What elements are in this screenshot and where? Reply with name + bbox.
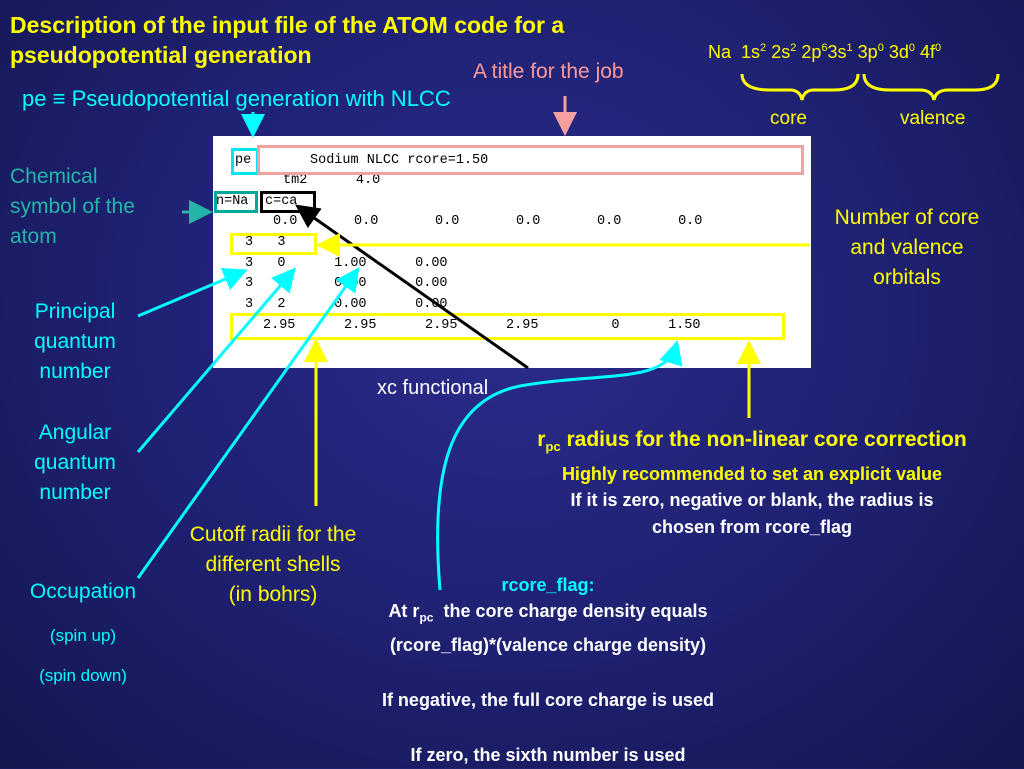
element-symbol: Na — [708, 42, 732, 62]
xc-functional-label: xc functional — [377, 377, 489, 399]
spin-up-label: (spin up) — [49, 626, 117, 645]
spin-down-label: (spin down) — [39, 666, 127, 685]
orbital-3s: 3s1 — [827, 42, 853, 62]
valence-label: valence — [900, 108, 966, 129]
job-title-label: A title for the job — [473, 60, 624, 83]
orbital-3p: 3p0 — [857, 42, 884, 62]
radii-highlight-box — [230, 313, 785, 340]
valence-brace — [862, 73, 1000, 101]
input-job-title: Sodium NLCC rcore=1.50 — [310, 153, 489, 168]
rpc-title: rpc radius for the non-linear core corre… — [537, 428, 967, 455]
input-line-2: tm2 4.0 — [283, 173, 381, 188]
input-line-5: 3 3 — [245, 235, 286, 250]
chemical-symbol-highlight-box — [214, 191, 258, 213]
orbital-2p: 2p6 — [801, 42, 828, 62]
input-line-8: 3 2 0.00 0.00 — [245, 297, 448, 312]
orbital-4f: 4f0 — [920, 42, 942, 62]
orbital-1s: 1s2 — [741, 42, 767, 62]
rcore-flag-line-1: At rpc the core charge density equals — [388, 601, 708, 625]
orbital-2s: 2s2 — [771, 42, 797, 62]
pe-code: pe — [22, 86, 47, 111]
rcore-flag-title: rcore_flag: — [501, 575, 595, 595]
core-brace — [740, 73, 860, 101]
occupation-label: Occupation — [29, 580, 137, 603]
job-title-highlight-box — [257, 145, 804, 175]
rcore-flag-line-2: (rcore_flag)*(valence charge density) — [389, 634, 707, 655]
principal-quantum-label: Principal quantum number — [34, 300, 116, 383]
angular-quantum-label: Angular quantum number — [34, 421, 116, 504]
slide-title: Description of the input file of the ATO… — [10, 12, 565, 68]
input-pe: pe — [235, 153, 252, 168]
input-line-4: 0.0 0.0 0.0 0.0 0.0 0.0 — [273, 214, 703, 229]
equiv-symbol: ≡ — [52, 86, 66, 111]
orbital-3d: 3d0 — [888, 42, 915, 62]
input-chemical-symbol: n=Na — [216, 194, 249, 209]
pe-text: Pseudopotential generation with NLCC — [71, 86, 451, 111]
number-orbitals-label: Number of core and valence orbitals — [834, 206, 980, 289]
electron-configuration: Na 1s2 2s2 2p63s1 3p0 3d0 4f0 — [708, 42, 941, 63]
rcore-flag-description: rcore_flag: At rpc the core charge densi… — [300, 572, 796, 769]
rpc-line-2: chosen from rcore_flag — [651, 517, 853, 538]
atom-input-file: pe Sodium NLCC rcore=1.50 tm2 4.0 n=Na c… — [213, 136, 811, 368]
chemical-symbol-label: Chemical symbol of the atom — [10, 165, 135, 248]
rcore-flag-line-4: If zero, the sixth number is used — [410, 744, 686, 765]
rcore-flag-line-3: If negative, the full core charge is use… — [381, 689, 715, 710]
input-xc-flag: c=ca — [265, 194, 298, 209]
orbital-count-highlight-box — [230, 233, 317, 255]
input-line-7: 3 1 0.00 0.00 — [245, 276, 448, 291]
rpc-recommendation: Highly recommended to set an explicit va… — [561, 464, 943, 485]
rpc-description: rpc radius for the non-linear core corre… — [482, 426, 1022, 541]
pe-highlight-box — [231, 148, 259, 175]
rpc-line-1: If it is zero, negative or blank, the ra… — [570, 490, 934, 511]
xc-highlight-box — [260, 191, 316, 213]
input-line-6: 3 0 1.00 0.00 — [245, 256, 448, 271]
pe-description: pe ≡ Pseudopotential generation with NLC… — [22, 86, 451, 112]
core-label: core — [770, 108, 807, 129]
